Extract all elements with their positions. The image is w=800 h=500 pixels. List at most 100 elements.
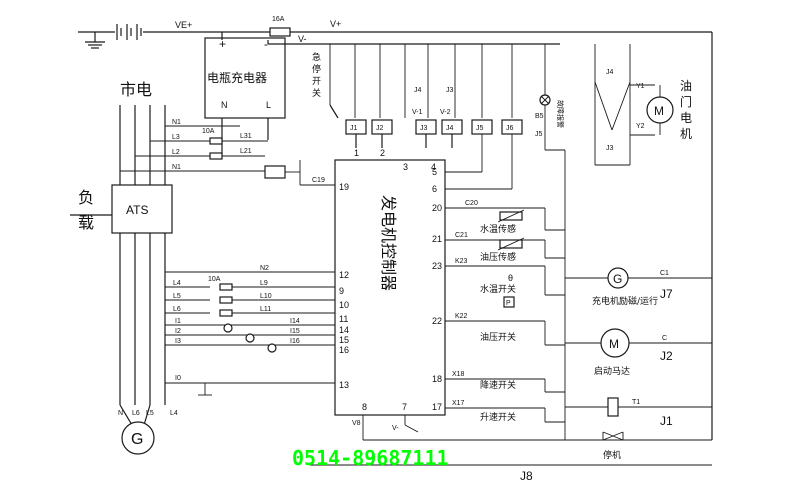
svg-text:L10: L10 bbox=[260, 293, 272, 300]
relay-strip: 急 停 开 关 J1 J2 J3 J4 J5 J6 J4 J3 V-1 V-2 bbox=[312, 44, 523, 148]
throttle-motor-section: J4 Y1 Y2 J3 M 油 门 电 机 bbox=[594, 44, 692, 166]
svg-text:5: 5 bbox=[432, 167, 437, 177]
stop-solenoid-device: T1 J1 停机 bbox=[565, 397, 712, 461]
svg-text:3: 3 bbox=[403, 162, 408, 172]
svg-text:10: 10 bbox=[339, 300, 349, 310]
svg-text:L4: L4 bbox=[170, 410, 178, 417]
controller-title: 发电机控制器 bbox=[379, 195, 398, 291]
svg-text:J7: J7 bbox=[660, 287, 673, 301]
v-plus-label: V+ bbox=[330, 19, 341, 29]
svg-text:K22: K22 bbox=[455, 313, 468, 320]
svg-text:I3: I3 bbox=[175, 338, 181, 345]
charger-excitation-device: G C1 J7 充电机励磁/运行 bbox=[565, 267, 712, 307]
svg-text:停机: 停机 bbox=[603, 449, 621, 461]
svg-text:L2: L2 bbox=[172, 149, 180, 156]
svg-text:L31: L31 bbox=[240, 133, 252, 140]
svg-text:I15: I15 bbox=[290, 328, 300, 335]
svg-text:C1: C1 bbox=[660, 270, 669, 277]
estop-label-1: 急 bbox=[312, 51, 321, 63]
svg-text:L4: L4 bbox=[173, 280, 181, 287]
svg-text:10A: 10A bbox=[202, 128, 215, 135]
svg-text:J5: J5 bbox=[535, 131, 543, 138]
svg-text:N1: N1 bbox=[172, 119, 181, 126]
svg-text:10A: 10A bbox=[208, 276, 221, 283]
svg-text:水温开关: 水温开关 bbox=[480, 283, 516, 295]
battery-supply: VE+ 16A V+ bbox=[78, 16, 713, 440]
svg-text:16: 16 bbox=[339, 345, 349, 355]
svg-text:J4: J4 bbox=[606, 69, 614, 76]
svg-text:N2: N2 bbox=[260, 265, 269, 272]
svg-text:关: 关 bbox=[312, 87, 321, 99]
mains-label: 市电 bbox=[120, 80, 152, 99]
svg-text:J2: J2 bbox=[660, 349, 673, 363]
j3-contact-label: J3 bbox=[446, 87, 454, 94]
svg-text:L11: L11 bbox=[260, 306, 271, 313]
svg-text:J6: J6 bbox=[506, 125, 514, 132]
svg-text:15: 15 bbox=[339, 335, 349, 345]
sensor-oil-pressure: C21 油压传感 bbox=[455, 232, 525, 263]
mains-section: 市电 N1 L3 L2 N1 10A L31 L21 C19 bbox=[119, 80, 335, 186]
svg-text:M: M bbox=[609, 337, 619, 351]
svg-text:启动马达: 启动马达 bbox=[594, 365, 630, 377]
svg-text:停: 停 bbox=[312, 63, 321, 75]
svg-text:开: 开 bbox=[312, 76, 321, 87]
svg-text:18: 18 bbox=[432, 374, 442, 384]
svg-text:门: 门 bbox=[680, 94, 692, 109]
svg-text:J3: J3 bbox=[420, 125, 428, 132]
svg-text:J2: J2 bbox=[376, 125, 384, 132]
switch-speed-down: X18 降速开关 bbox=[452, 371, 516, 391]
svg-text:电: 电 bbox=[680, 111, 692, 125]
svg-text:20: 20 bbox=[432, 203, 442, 213]
svg-text:17: 17 bbox=[432, 402, 442, 412]
svg-text:N1: N1 bbox=[172, 164, 181, 171]
svg-text:V-: V- bbox=[392, 425, 399, 432]
svg-text:T1: T1 bbox=[632, 399, 640, 406]
svg-text:油压传感: 油压传感 bbox=[480, 251, 516, 263]
generator-icon bbox=[121, 421, 155, 455]
controller-right-pins: 5 6 20 21 23 22 18 17 bbox=[432, 167, 442, 412]
svg-text:V8: V8 bbox=[352, 420, 361, 427]
svg-text:L5: L5 bbox=[173, 293, 181, 300]
svg-text:I1: I1 bbox=[175, 318, 181, 325]
svg-text:J1: J1 bbox=[350, 125, 358, 132]
bottom-bus: V8 V- J8 bbox=[310, 415, 712, 483]
svg-text:X17: X17 bbox=[452, 400, 465, 407]
svg-text:G: G bbox=[613, 272, 622, 286]
svg-text:P: P bbox=[506, 300, 511, 307]
lamp-label: 故障报警 bbox=[556, 100, 565, 128]
svg-text:22: 22 bbox=[432, 316, 442, 326]
svg-text:载: 载 bbox=[78, 213, 94, 232]
oil-door-motor-label-1: 油 bbox=[680, 79, 692, 93]
ats-label: ATS bbox=[126, 203, 148, 217]
svg-text:13: 13 bbox=[339, 380, 349, 390]
svg-text:X18: X18 bbox=[452, 371, 465, 378]
svg-text:降速开关: 降速开关 bbox=[480, 379, 516, 391]
svg-text:充电机励磁/运行: 充电机励磁/运行 bbox=[592, 295, 658, 307]
svg-text:C20: C20 bbox=[465, 200, 478, 207]
controller-top-pins: 1 2 3 4 bbox=[354, 148, 436, 172]
svg-text:K23: K23 bbox=[455, 258, 468, 265]
svg-text:2: 2 bbox=[380, 148, 385, 158]
svg-text:水温传感: 水温传感 bbox=[480, 223, 516, 235]
switch-oil-pressure: K22 P 油压开关 bbox=[455, 296, 516, 343]
phone-number: 0514-89687111 bbox=[292, 446, 449, 470]
generator-controller: 发电机控制器 1 2 3 4 19 12 9 10 11 14 15 16 13… bbox=[334, 148, 446, 416]
svg-text:19: 19 bbox=[339, 182, 349, 192]
svg-text:1: 1 bbox=[354, 148, 359, 158]
generator-symbol: N L6 L5 L4 G bbox=[118, 404, 178, 455]
charger-l: L bbox=[266, 100, 271, 110]
ct-icon-1 bbox=[223, 323, 233, 333]
svg-text:12: 12 bbox=[339, 270, 349, 280]
charger-plus: + bbox=[219, 37, 226, 51]
fault-alarm-lamp: B5 故障报警 J5 bbox=[535, 44, 565, 151]
switch-water-temp: K23 θ 水温开关 bbox=[455, 258, 516, 295]
charger-minus: - bbox=[264, 37, 268, 51]
svg-text:Y2: Y2 bbox=[636, 123, 645, 130]
generator-outputs: N2 L4 L5 L6 10A L9 L10 L11 I1 I2 I3 I14 … bbox=[165, 265, 335, 396]
svg-text:M: M bbox=[654, 104, 664, 118]
svg-text:7: 7 bbox=[402, 402, 407, 412]
v2-label: V-2 bbox=[440, 109, 451, 116]
svg-text:14: 14 bbox=[339, 325, 349, 335]
j4-contact-label: J4 bbox=[414, 87, 422, 94]
